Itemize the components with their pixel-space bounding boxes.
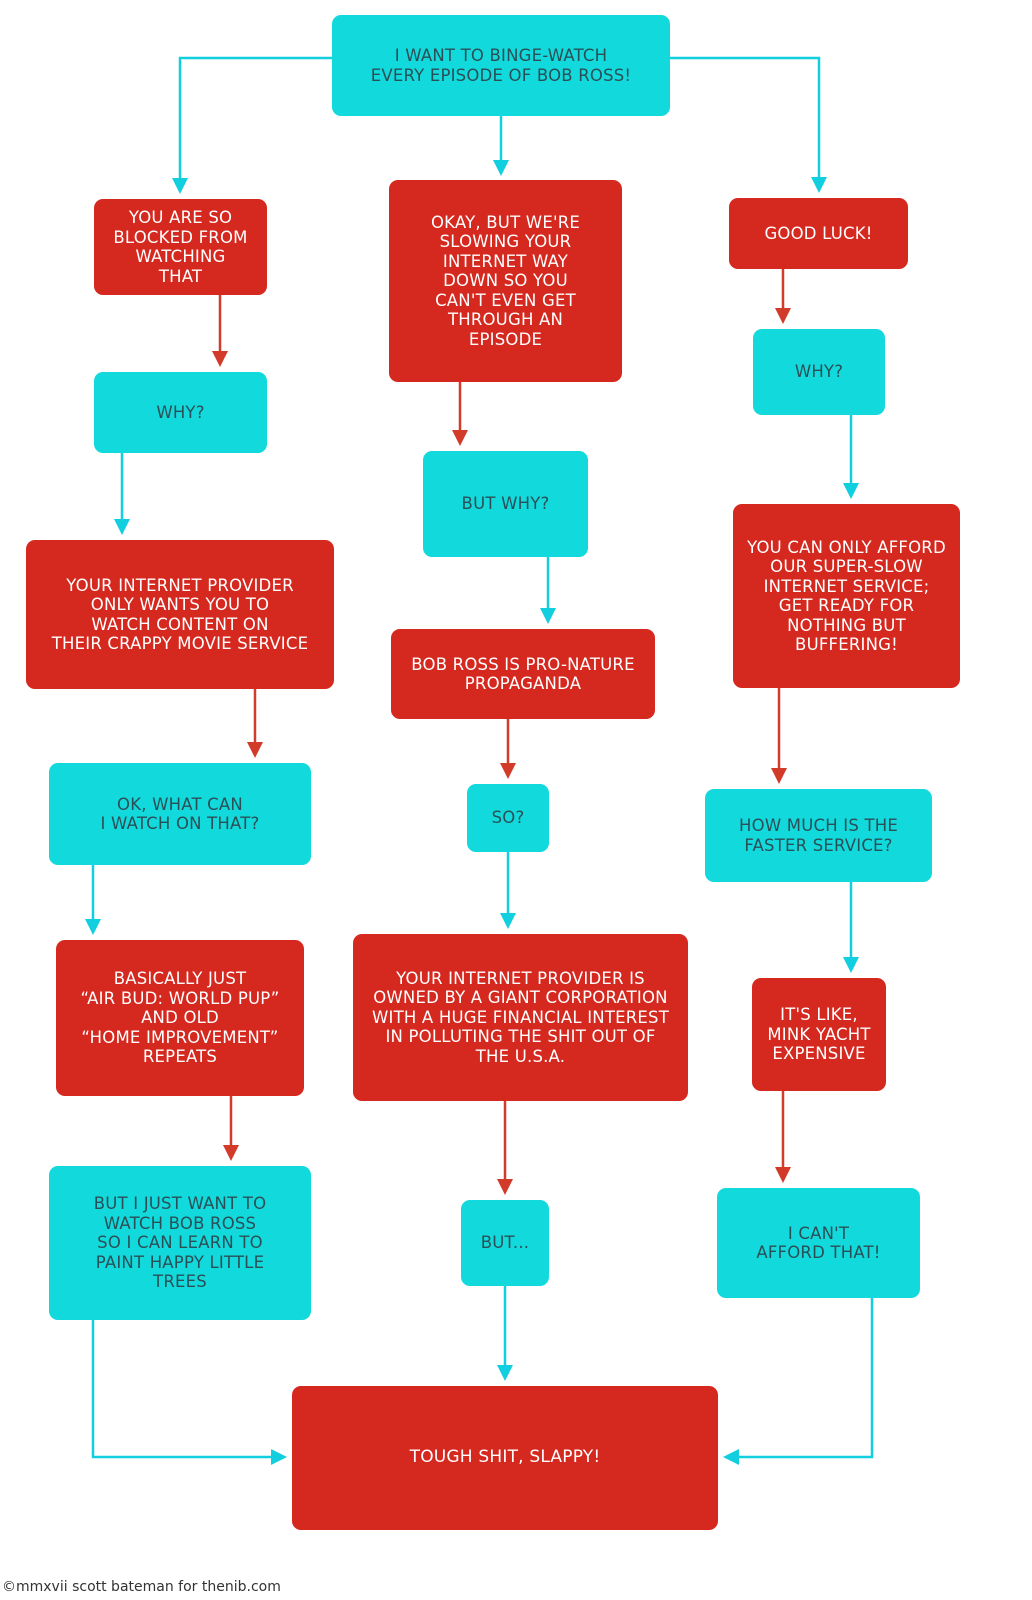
arrow-left-why-to-provider xyxy=(114,453,130,535)
arrow-left-why-to-provider-head xyxy=(114,519,130,535)
right-why-node: WHY? xyxy=(753,329,885,415)
arrow-right-why-to-afford xyxy=(843,415,859,499)
arrow-start-to-right xyxy=(670,56,827,193)
arrow-middle-but-to-end xyxy=(497,1286,513,1381)
left-blocked-node: YOU ARE SO BLOCKED FROM WATCHING THAT xyxy=(94,199,267,295)
arrow-left-provider-to-whatcan-head xyxy=(247,742,263,758)
left-why-node: WHY? xyxy=(94,372,267,453)
right-cant-afford-node: I CAN'T AFFORD THAT! xyxy=(717,1188,920,1298)
arrow-middle-pronature-to-so-head xyxy=(500,763,516,779)
right-mink-yacht-node: IT'S LIKE, MINK YACHT EXPENSIVE xyxy=(752,978,886,1091)
arrow-right-goodluck-to-why-head xyxy=(775,308,791,324)
middle-but-node: BUT... xyxy=(461,1200,549,1286)
start-node: I WANT TO BINGE-WATCH EVERY EPISODE OF B… xyxy=(332,15,670,116)
right-good-luck-node: GOOD LUCK! xyxy=(729,198,908,269)
arrow-right-mink-to-cantafford-head xyxy=(775,1167,791,1183)
arrow-middle-corporation-to-but xyxy=(497,1101,513,1195)
arrow-right-cantafford-to-end xyxy=(723,1298,874,1465)
arrow-start-to-left xyxy=(172,56,332,194)
arrow-middle-slowing-to-butwhy xyxy=(452,382,468,446)
arrow-right-howmuch-to-mink-head xyxy=(843,957,859,973)
arrow-middle-pronature-to-so xyxy=(500,719,516,779)
arrow-start-to-right-head xyxy=(811,177,827,193)
middle-pro-nature-node: BOB ROSS IS PRO-NATURE PROPAGANDA xyxy=(391,629,655,719)
left-air-bud-node: BASICALLY JUST “AIR BUD: WORLD PUP” AND … xyxy=(56,940,304,1096)
arrow-left-trees-to-end-head xyxy=(271,1449,287,1465)
arrow-left-blocked-to-why-head xyxy=(212,351,228,367)
arrow-middle-but-to-end-head xyxy=(497,1365,513,1381)
arrow-left-provider-to-whatcan xyxy=(247,689,263,758)
middle-slowing-node: OKAY, BUT WE'RE SLOWING YOUR INTERNET WA… xyxy=(389,180,622,382)
arrow-right-howmuch-to-mink xyxy=(843,882,859,973)
arrow-middle-corporation-to-but-head xyxy=(497,1179,513,1195)
arrow-right-afford-to-howmuch xyxy=(771,688,787,784)
arrow-right-why-to-afford-head xyxy=(843,483,859,499)
left-provider-service-node: YOUR INTERNET PROVIDER ONLY WANTS YOU TO… xyxy=(26,540,334,689)
arrow-right-cantafford-to-end-head xyxy=(723,1449,739,1465)
arrow-middle-butwhy-to-pronature-head xyxy=(540,608,556,624)
arrow-right-goodluck-to-why xyxy=(775,269,791,324)
middle-so-node: SO? xyxy=(467,784,549,852)
arrow-left-whatcan-to-airbud xyxy=(85,865,101,935)
arrow-middle-slowing-to-butwhy-head xyxy=(452,430,468,446)
arrow-middle-so-to-corporation xyxy=(500,852,516,929)
arrow-right-mink-to-cantafford xyxy=(775,1091,791,1183)
arrow-start-to-middle xyxy=(493,116,509,176)
middle-corporation-node: YOUR INTERNET PROVIDER IS OWNED BY A GIA… xyxy=(353,934,688,1101)
arrow-start-to-left-head xyxy=(172,178,188,194)
arrow-left-airbud-to-trees xyxy=(223,1096,239,1161)
end-node: TOUGH SHIT, SLAPPY! xyxy=(292,1386,718,1530)
arrow-left-airbud-to-trees-head xyxy=(223,1145,239,1161)
arrow-middle-so-to-corporation-head xyxy=(500,913,516,929)
arrow-left-whatcan-to-airbud-head xyxy=(85,919,101,935)
arrow-start-to-middle-head xyxy=(493,160,509,176)
arrow-left-blocked-to-why xyxy=(212,295,228,367)
arrow-left-trees-to-end xyxy=(91,1320,287,1465)
left-happy-trees-node: BUT I JUST WANT TO WATCH BOB ROSS SO I C… xyxy=(49,1166,311,1320)
arrow-middle-butwhy-to-pronature xyxy=(540,557,556,624)
arrow-right-afford-to-howmuch-head xyxy=(771,768,787,784)
left-what-can-node: OK, WHAT CAN I WATCH ON THAT? xyxy=(49,763,311,865)
credit-text: ©mmxvii scott bateman for thenib.com xyxy=(2,1579,281,1595)
right-how-much-node: HOW MUCH IS THE FASTER SERVICE? xyxy=(705,789,932,882)
middle-but-why-node: BUT WHY? xyxy=(423,451,588,557)
right-afford-node: YOU CAN ONLY AFFORD OUR SUPER-SLOW INTER… xyxy=(733,504,960,688)
